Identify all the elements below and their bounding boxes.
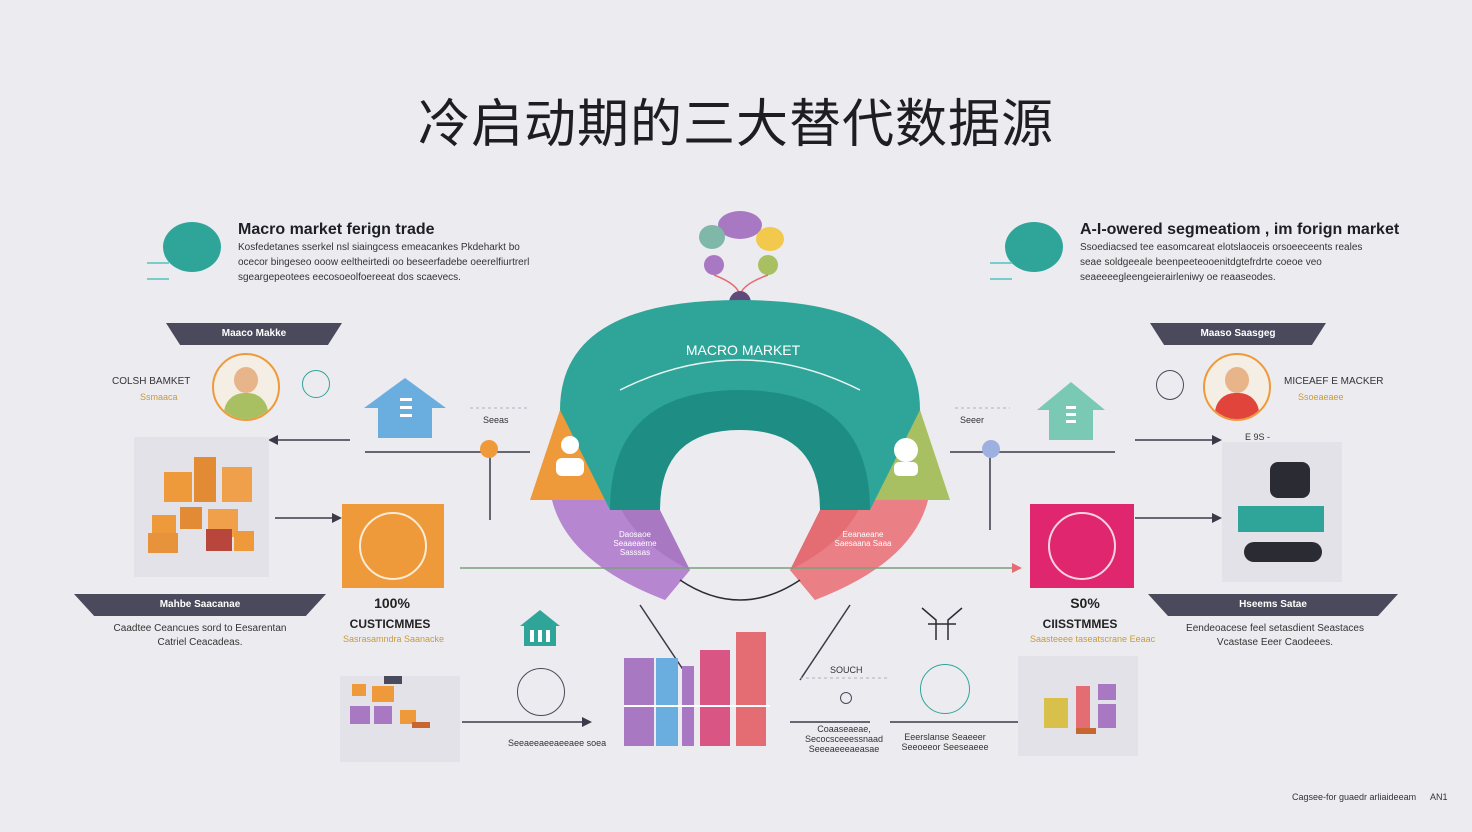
arch-label: MACRO MARKET [685, 342, 801, 358]
right-wing-label: Eeanaeane Saesaana Saaa [834, 530, 892, 548]
left-bottom-label: Seeaeeaeeaeeaee soea [508, 738, 607, 748]
jars-illustration [1044, 684, 1116, 734]
right-person-sub: Ssoeaeaee [1298, 392, 1344, 402]
right-person-label: MICEAEF E MACKER [1284, 376, 1384, 387]
right-mid-label: Seeer [960, 415, 985, 425]
scales-icon [302, 370, 330, 398]
left-percent-label: CUSTICMMES [349, 617, 431, 631]
pipes-icon [921, 607, 963, 640]
page-title: 冷启动期的三大替代数据源 [417, 95, 1054, 155]
face-icon [1048, 512, 1116, 580]
left-orange-card [342, 504, 444, 588]
left-bottom-tag: Mahbe Saacanae [74, 594, 326, 616]
left-wing-label: Daosaoe Seaaeaeme Sasssas [613, 530, 657, 557]
right-heading: A-I-owered segmeatiom , im forign market [1080, 221, 1400, 238]
person-avatar-icon [212, 353, 280, 421]
left-percent: 100% [374, 595, 410, 611]
machine-icon [1238, 462, 1324, 562]
bar-chart-icon [624, 632, 770, 746]
macro-market-arch [530, 300, 950, 601]
right-percent-label: CIISSTMMES [1042, 617, 1118, 631]
left-top-tag: Maaco Makke [166, 323, 342, 345]
left-mid-label: Seeas [483, 415, 509, 425]
house-icon [1037, 382, 1105, 440]
footer-code: AN1 [1430, 792, 1448, 802]
right-bottom-label-1: Coaaseaeae, Secocsceeessnaad Seeeaeeeaea… [804, 724, 884, 754]
lines-icon [147, 262, 169, 280]
chat-bubble-icon [163, 222, 221, 272]
left-person-label: COLSH BAMKET [112, 376, 191, 387]
right-machine-panel [1222, 442, 1342, 582]
boxes-illustration [148, 457, 254, 553]
left-description: Kosfedetanes sserkel nsl siaingcess emea… [238, 242, 530, 283]
right-stat-small: E 9S - [1245, 432, 1271, 442]
left-heading: Macro market ferign trade [238, 221, 435, 238]
right-bottom-label-2: Eeerslanse Seaeeer Seeoeeor Seeseaeee [901, 732, 989, 752]
right-bottom-text: Eendeoacese feel setasdient Seastaces Vc… [1186, 623, 1364, 648]
left-boxes-panel [134, 437, 269, 577]
right-bottom-panel [1018, 656, 1138, 756]
pin-small-icon [840, 692, 852, 704]
right-top-tag: Maaso Saasgeg [1150, 323, 1326, 345]
right-magenta-card [1030, 504, 1134, 588]
left-bottom-panel [340, 660, 460, 762]
right-bottom-tag: Hseems Satae [1148, 594, 1398, 616]
globe-icon [517, 668, 565, 716]
left-percent-sub: Sasrasamndra Saanacke [343, 634, 445, 644]
lines-icon [990, 262, 1012, 280]
teal-building-icon [520, 610, 560, 646]
left-person-sub: Ssmaaca [140, 392, 178, 402]
right-description: Ssoediacsed tee easomcareat elotslaoceis… [1080, 242, 1363, 283]
figure-icon [359, 512, 427, 580]
right-center-label: SOUCH [830, 665, 863, 675]
right-percent: S0% [1070, 595, 1100, 611]
id-badge-icon [1156, 370, 1184, 400]
small-chart-illustration [350, 660, 430, 728]
left-bottom-text: Caadtee Ceancues sord to Eesarentan Catr… [113, 623, 287, 648]
house-icon [364, 378, 446, 438]
pin-icon [480, 440, 498, 458]
footer-note: Cagsee-for guaedr arliaideeam [1292, 792, 1417, 802]
right-percent-sub: Saasteeee taseatscrane Eeaac [1030, 634, 1156, 644]
globe-icon [920, 664, 970, 714]
pin-icon [982, 440, 1000, 458]
person-avatar-icon [1203, 353, 1271, 421]
chat-bubble-icon [1005, 222, 1063, 272]
